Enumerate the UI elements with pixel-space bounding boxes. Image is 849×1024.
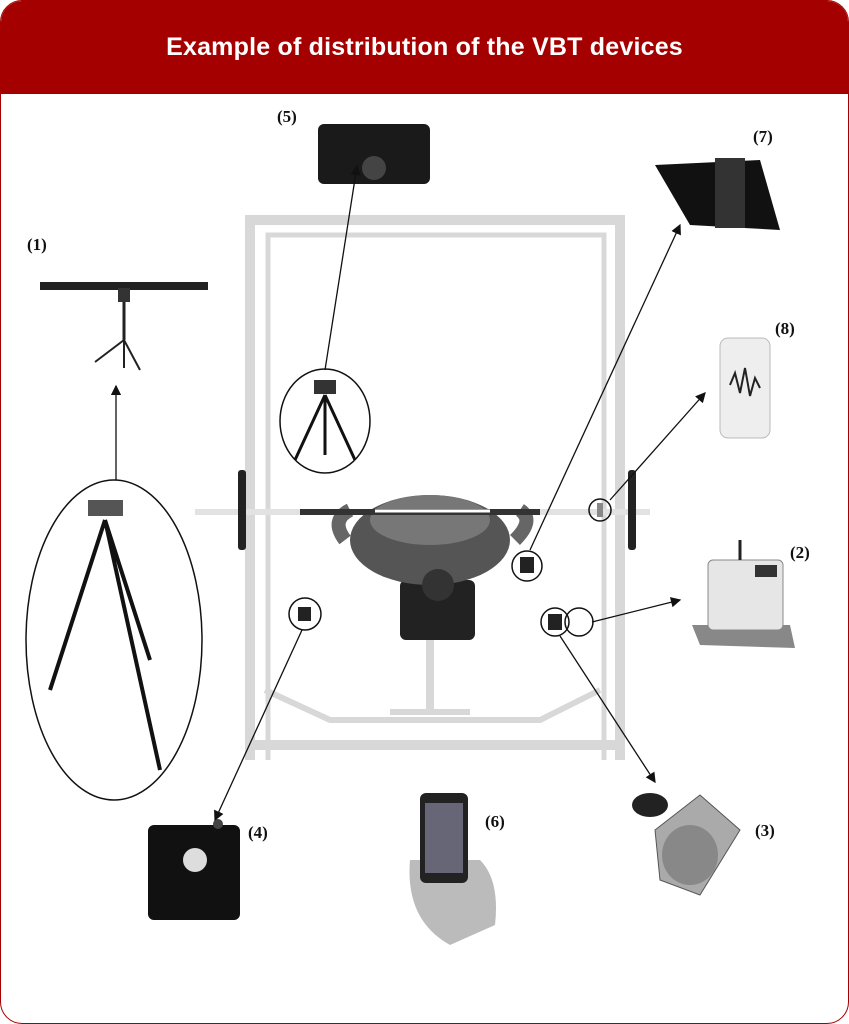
label-device-6: (6)	[485, 812, 505, 831]
device-6-smartphone	[409, 793, 496, 945]
tripod-highlight-ellipse	[25, 479, 203, 801]
bench-press-athlete	[300, 495, 540, 640]
device-3-linear-transducer	[632, 793, 741, 896]
device-5-velowin	[318, 124, 430, 184]
header-banner: Example of distribution of the VBT devic…	[1, 1, 848, 94]
tripod-small	[293, 380, 357, 461]
device-4-speedbox	[148, 819, 240, 920]
label-device-5: (5)	[277, 107, 297, 126]
figure-title: Example of distribution of the VBT devic…	[166, 33, 683, 61]
pointer-arrows	[110, 164, 706, 822]
highlighted-items	[298, 503, 603, 630]
rack-weight-plates	[238, 470, 636, 550]
tripod-large	[48, 500, 162, 771]
label-device-2: (2)	[790, 543, 810, 562]
label-device-3: (3)	[755, 821, 775, 840]
device-1-camera-bar	[40, 282, 208, 371]
device-2-encoder-box	[692, 540, 795, 648]
smith-machine-rack	[195, 215, 650, 760]
label-device-1: (1)	[27, 235, 47, 254]
label-device-8: (8)	[775, 319, 795, 338]
device-8-sensor	[719, 337, 771, 439]
label-device-4: (4)	[248, 823, 268, 842]
label-device-7: (7)	[753, 127, 773, 146]
device-7-armband	[655, 158, 780, 230]
